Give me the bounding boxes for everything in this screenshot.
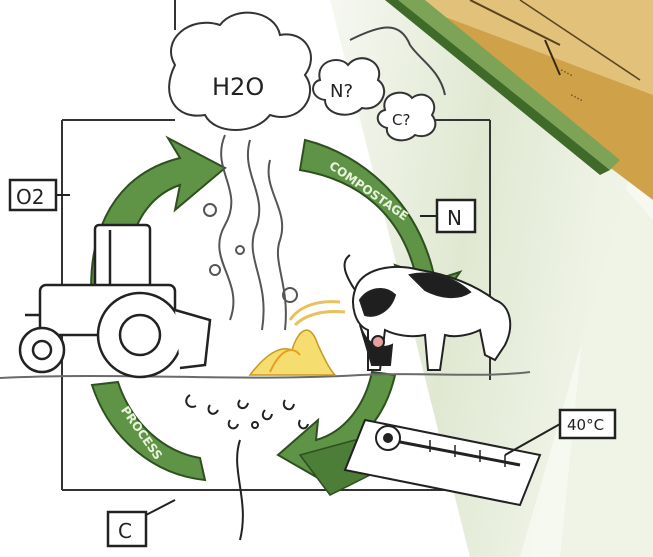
carbon-box: C bbox=[108, 500, 175, 546]
temperature-tag-label: 40°C bbox=[567, 416, 604, 434]
nitrogen-box-label: N bbox=[447, 206, 462, 230]
carbon-box-label: C bbox=[118, 519, 132, 543]
oxygen-box-label: O2 bbox=[16, 185, 44, 209]
carbon-cloud-label: C? bbox=[392, 111, 410, 129]
water-cloud: H2O bbox=[169, 13, 311, 130]
tractor-icon bbox=[20, 225, 210, 377]
soil-particles bbox=[186, 395, 308, 540]
nitrogen-cloud: N? bbox=[313, 58, 384, 114]
water-cloud-label: H2O bbox=[212, 73, 264, 101]
nitrogen-cloud-label: N? bbox=[330, 81, 353, 102]
